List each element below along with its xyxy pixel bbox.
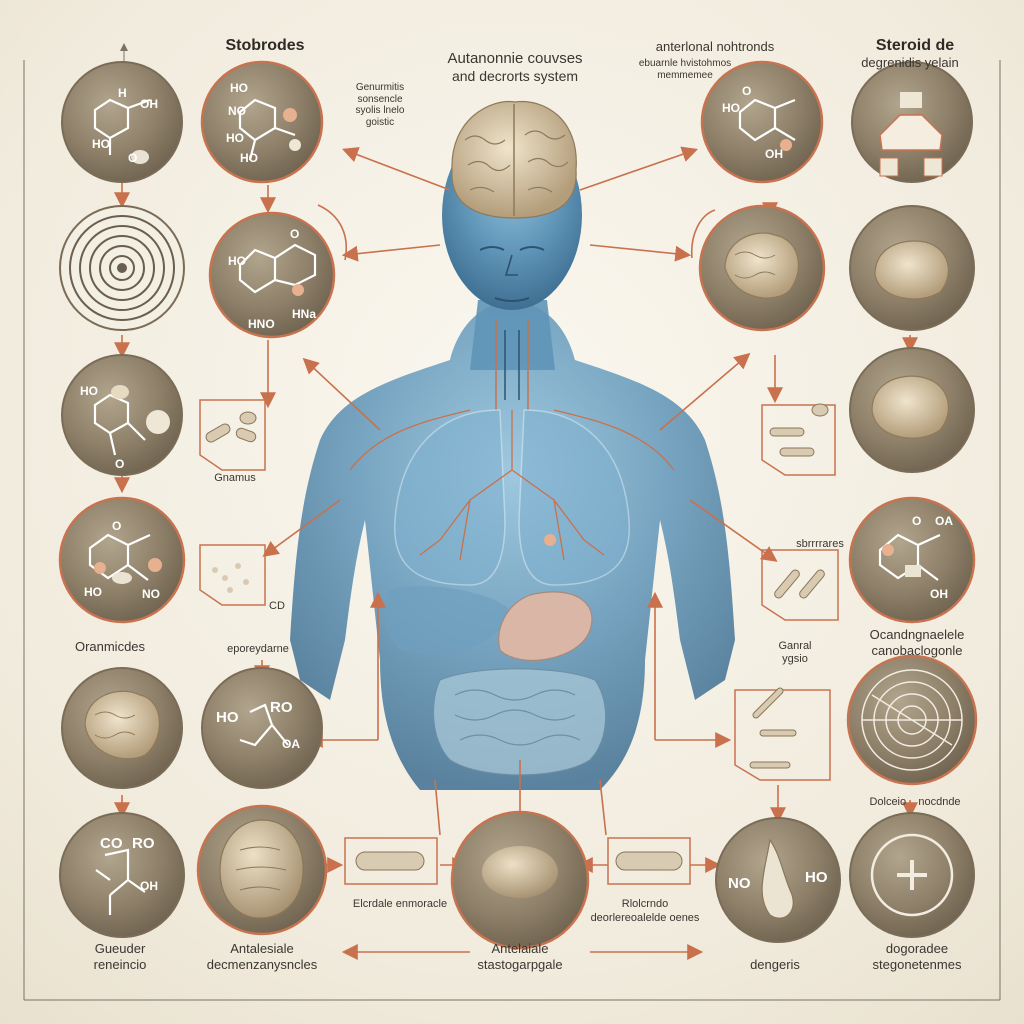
m6-t1: RO — [270, 699, 293, 716]
m10-t0: NO — [728, 875, 751, 892]
frame-lines — [23, 43, 1001, 1001]
m2-t0: HO — [230, 81, 248, 95]
m3-t3: HNa — [292, 307, 316, 321]
pills-right-1 — [769, 403, 829, 457]
m1-t0: H — [118, 86, 127, 100]
bottom-right-label2-line2: stegonetenmes — [872, 957, 962, 972]
m3-t1: HO — [228, 254, 246, 268]
m3-t0: O — [290, 227, 299, 241]
m8-t1: HO — [722, 101, 740, 115]
disc-m10 — [715, 817, 841, 943]
disc-brain-right-3 — [849, 347, 975, 473]
top-right-title-line1: Steroid de — [875, 37, 955, 54]
pills-right-2 — [774, 569, 825, 599]
right-mid-label: sbrrrrares — [796, 538, 844, 550]
m8-t2: OH — [765, 147, 783, 161]
disc-plus-right — [849, 812, 975, 938]
human-body-figure — [290, 100, 735, 790]
disc-m9 — [848, 496, 976, 624]
pill-capsule-bottom-left — [344, 837, 438, 885]
top-center-title-line2: and decrorts system — [451, 68, 579, 84]
disc-brain-right-2 — [849, 205, 975, 331]
disc-center-bottom — [450, 810, 590, 950]
disc-m8 — [700, 60, 824, 184]
right-bottom-label: Dolceio nocdnde — [869, 796, 961, 808]
m7-t2: OH — [140, 879, 158, 893]
m1-t3: HO — [92, 137, 110, 151]
right-lower-label-line2: canobaclogonle — [871, 643, 963, 658]
m6-t0: HO — [216, 709, 239, 726]
connector-arrows — [114, 146, 918, 960]
bottom-pill-label-right-line2: deorlereoalelde oenes — [590, 912, 700, 924]
pills-left-1 — [205, 411, 257, 443]
pills-left-2 — [212, 563, 249, 593]
top-right-title-line2: degrenidis yelain — [861, 55, 959, 70]
top-right-note-line1: anterlonal nohtronds — [655, 39, 775, 54]
m9-t0: O — [912, 514, 921, 528]
disc-brain-left — [61, 667, 183, 789]
disc-brain-right — [698, 204, 826, 332]
pill-box-right-3 — [734, 689, 831, 781]
right-general-label: Ganral ygsio — [778, 640, 812, 665]
pills-right-3 — [749, 687, 797, 769]
m7-t1: RO — [132, 835, 155, 852]
bottom-right-label1: dengeris — [750, 957, 800, 972]
disc-right-1 — [851, 61, 973, 183]
m9-t1: OA — [935, 514, 953, 528]
m10-t1: HO — [805, 869, 828, 886]
m2-t3: HO — [240, 151, 258, 165]
right-lower-label-line1: Ocandngnaelele — [869, 627, 965, 642]
bottom-left-label-line2: reneincio — [93, 957, 147, 972]
pill-capsule-bottom-right — [607, 837, 691, 885]
m2-t2: HO — [226, 131, 244, 145]
bottom-right-label2-line1: dogoradee — [885, 941, 949, 956]
disc-organ-left — [196, 804, 328, 936]
m4-t1: HO — [80, 384, 98, 398]
bottom-left-label-line1: Gueuder — [94, 941, 146, 956]
disc-m1 — [61, 61, 183, 183]
m9-t2: OH — [930, 587, 948, 601]
m6-t2: OA — [282, 737, 300, 751]
m4-t0: O — [115, 457, 124, 471]
left-mid-label: Gnamus — [214, 472, 256, 484]
left-lower-label: Oranmicdes — [74, 639, 146, 654]
bottom-second-label-line1: Antalesiale — [230, 941, 294, 956]
bottom-pill-label-left: Elcrdale enmoracle — [352, 898, 448, 910]
bottom-center-label-line1: Antelaiale — [491, 941, 549, 956]
m2-t1: NO — [228, 104, 246, 118]
top-left-title: Stobrodes — [225, 37, 305, 54]
molecule-text: H OH O HO HO NO HO HO O HO HNO HNa O HO … — [80, 81, 953, 893]
bottom-second-label-line2: decmenzanysncles — [206, 957, 318, 972]
disc-m2 — [200, 60, 324, 184]
pill-box-left-1 — [199, 399, 266, 471]
m7-t0: CO — [100, 835, 123, 852]
m5-t0: O — [112, 519, 121, 533]
m5-t2: NO — [142, 587, 160, 601]
disc-m4 — [61, 354, 183, 476]
top-left-note: Genurmitis sonsencle syolis lnelo goisti… — [355, 82, 405, 128]
top-right-note-line2: ebuarnle hvistohmos memmemee — [638, 58, 732, 81]
m5-t1: HO — [84, 585, 102, 599]
bottom-pill-label-right-line1: Rlolcrndo — [621, 898, 669, 910]
disc-concentric-right — [846, 654, 978, 786]
pill-box-left-2 — [199, 544, 266, 606]
disc-spiral — [59, 205, 185, 331]
top-center-title-line1: Autanonnie couvses — [447, 50, 583, 67]
disc-m7 — [59, 812, 185, 938]
left-lower-note: eporeydarne — [227, 643, 289, 655]
disc-m3 — [208, 211, 336, 339]
pill-box-right-2 — [761, 549, 839, 621]
m3-t2: HNO — [248, 317, 275, 331]
m8-t0: O — [742, 84, 751, 98]
m1-t2: O — [128, 151, 137, 165]
disc-m6 — [201, 667, 323, 789]
disc-m5 — [58, 496, 186, 624]
m1-t1: OH — [140, 97, 158, 111]
left-co-label: CD — [269, 600, 285, 612]
bottom-center-label-line2: stastogarpgale — [477, 957, 563, 972]
